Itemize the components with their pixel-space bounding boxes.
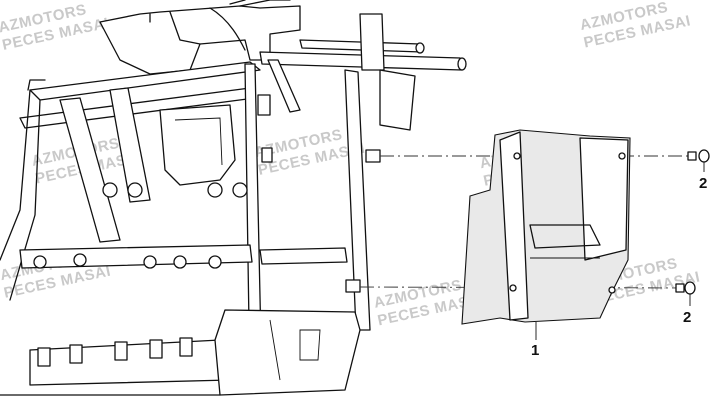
part-1-side-panel bbox=[461, 129, 631, 340]
part-2-bolt-upper bbox=[687, 149, 710, 172]
part-2-bolt-lower bbox=[675, 281, 696, 306]
callout-part-2-lower: 2 bbox=[683, 309, 691, 326]
chassis-frame bbox=[0, 0, 467, 396]
callout-part-1: 1 bbox=[531, 342, 539, 359]
callout-part-2-upper: 2 bbox=[699, 175, 707, 192]
